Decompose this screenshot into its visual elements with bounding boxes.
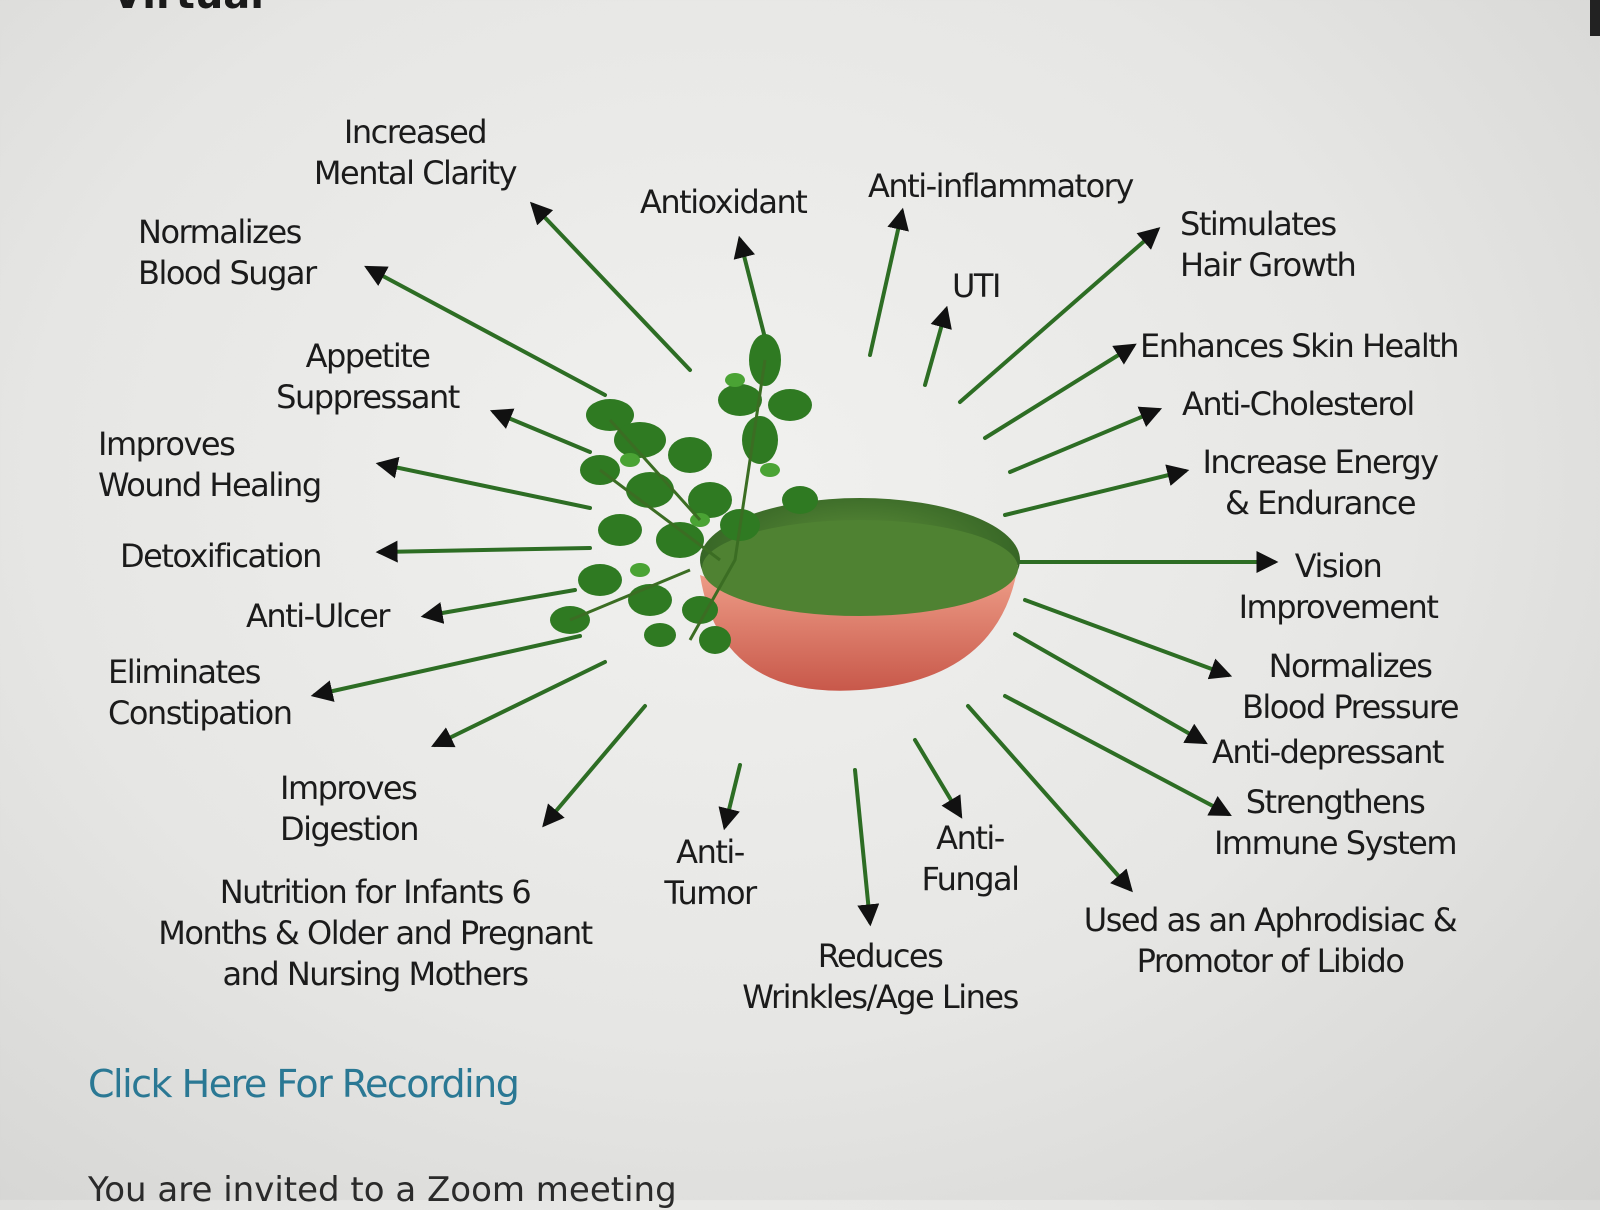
label-appetite-suppressant: Appetite Suppressant [276,337,460,416]
label-hair-growth: Stimulates Hair Growth [1180,205,1357,284]
label-wound-healing: Improves Wound Healing [98,425,322,504]
label-anti-fungal: Anti- Fungal [921,819,1020,898]
label-immune-system: Strengthens Immune System [1213,783,1458,862]
label-anti-tumor: Anti- Tumor [664,833,757,912]
screen-edge-mark [1590,0,1600,36]
label-uti: UTI [952,267,1001,305]
page-heading: Virtual [112,0,264,18]
label-anti-ulcer: Anti-Ulcer [246,597,390,635]
moringa-bowl-image [550,334,1020,691]
label-vision: Vision Improvement [1238,547,1439,626]
label-nutrition: Nutrition for Infants 6 Months & Older a… [158,873,593,993]
label-digestion: Improves Digestion [280,769,420,848]
label-blood-sugar: Normalizes Blood Sugar [138,213,317,292]
recording-link[interactable]: Click Here For Recording [88,1062,520,1106]
label-anti-depressant: Anti-depressant [1212,733,1444,771]
label-aphrodisiac: Used as an Aphrodisiac & Promotor of Lib… [1083,901,1458,980]
moringa-benefits-diagram: Increased Mental Clarity Antioxidant Ant… [98,113,1460,1016]
diagram-artwork [310,201,1279,927]
benefit-arrows [310,201,1279,927]
label-skin-health: Enhances Skin Health [1140,327,1460,365]
label-wrinkles: Reduces Wrinkles/Age Lines [742,937,1019,1016]
label-mental-clarity: Increased Mental Clarity [313,113,518,192]
label-constipation: Eliminates Constipation [108,653,293,732]
label-anti-inflammatory: Anti-inflammatory [868,167,1134,205]
label-energy: Increase Energy & Endurance [1202,443,1439,522]
label-anti-cholesterol: Anti-Cholesterol [1182,385,1415,423]
zoom-invite-text: You are invited to a Zoom meeting [88,1170,677,1210]
label-detoxification: Detoxification [120,537,322,575]
label-antioxidant: Antioxidant [640,183,808,221]
label-blood-pressure: Normalizes Blood Pressure [1241,647,1460,726]
